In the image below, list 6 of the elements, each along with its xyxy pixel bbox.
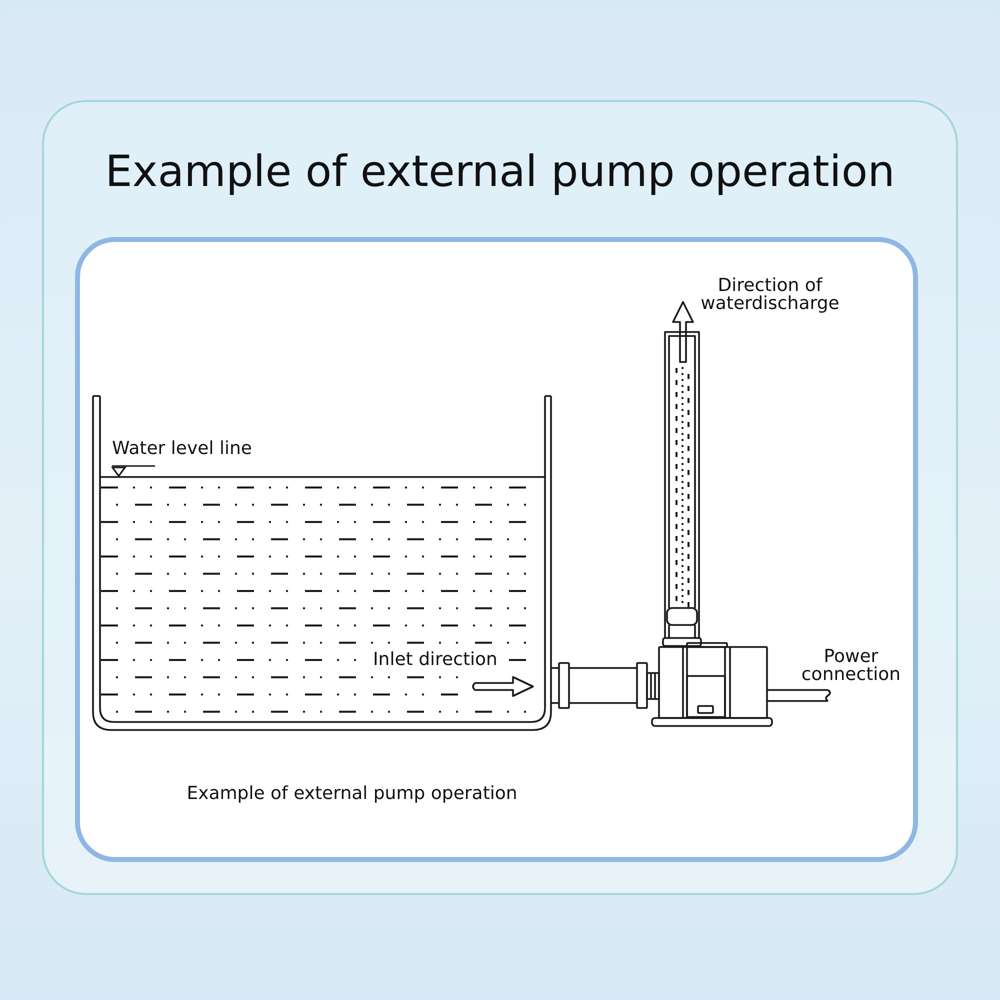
title: Example of external pump operation: [105, 146, 895, 198]
inlet-direction-label: Inlet direction: [373, 651, 498, 669]
caption: Example of external pump operation: [186, 783, 518, 805]
discharge-direction-label: Direction of waterdischarge: [700, 277, 840, 313]
power-connection-label: Power connection: [800, 648, 902, 684]
water-level-label: Water level line: [112, 440, 252, 458]
